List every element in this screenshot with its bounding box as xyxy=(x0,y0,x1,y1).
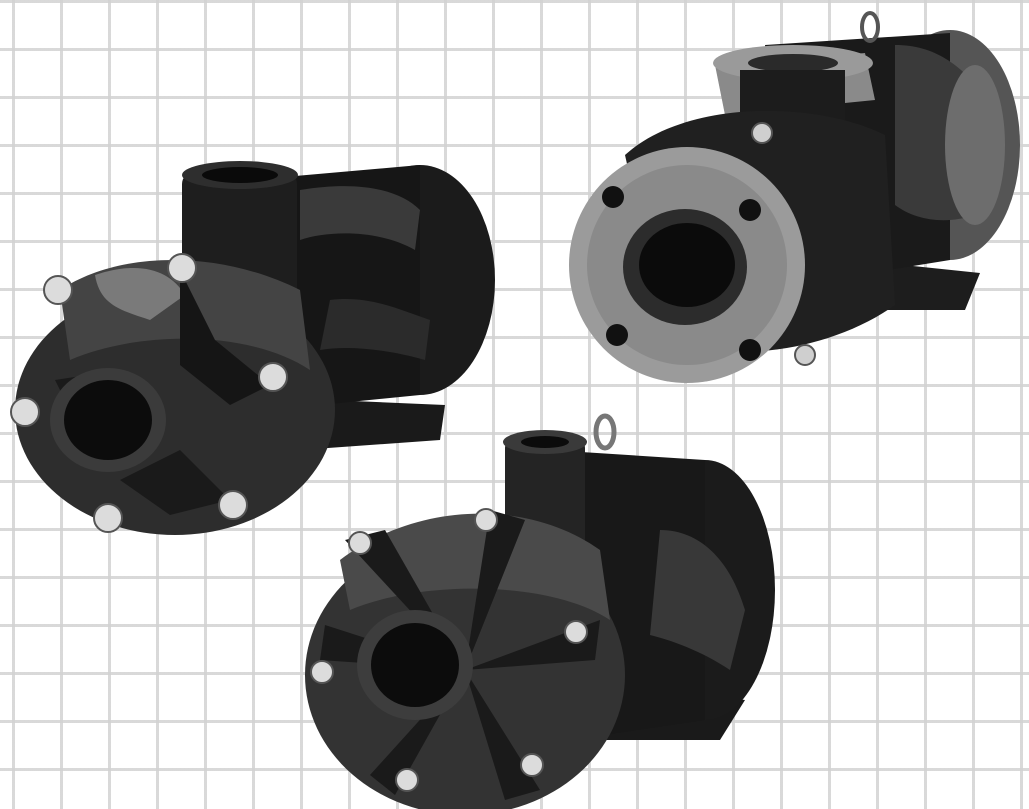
bolt-icon xyxy=(43,275,73,305)
bolt-icon xyxy=(218,490,248,520)
bolt-hole-icon xyxy=(739,339,761,361)
pump-illustration-right xyxy=(569,11,1020,383)
bolt-icon xyxy=(520,753,544,777)
bolt-icon xyxy=(395,768,419,792)
flanged-centrifugal-pump-right xyxy=(565,5,1025,405)
bolt-icon xyxy=(564,620,588,644)
bolt-hole-icon xyxy=(739,199,761,221)
bolt-hole-icon xyxy=(606,324,628,346)
bolt-icon xyxy=(93,503,123,533)
centrifugal-pump-left xyxy=(0,120,500,540)
bolt-icon xyxy=(258,362,288,392)
bolt-icon xyxy=(167,253,197,283)
bolt-hole-icon xyxy=(602,186,624,208)
magnetic-drive-pump-bottom xyxy=(300,410,780,809)
pump-illustration-left xyxy=(10,161,495,535)
bolt-icon xyxy=(794,344,816,366)
bolt-icon xyxy=(310,660,334,684)
pump-illustration-bottom xyxy=(305,413,775,809)
bolt-icon xyxy=(751,122,773,144)
bolt-icon xyxy=(10,397,40,427)
bolt-icon xyxy=(348,531,372,555)
bolt-icon xyxy=(474,508,498,532)
